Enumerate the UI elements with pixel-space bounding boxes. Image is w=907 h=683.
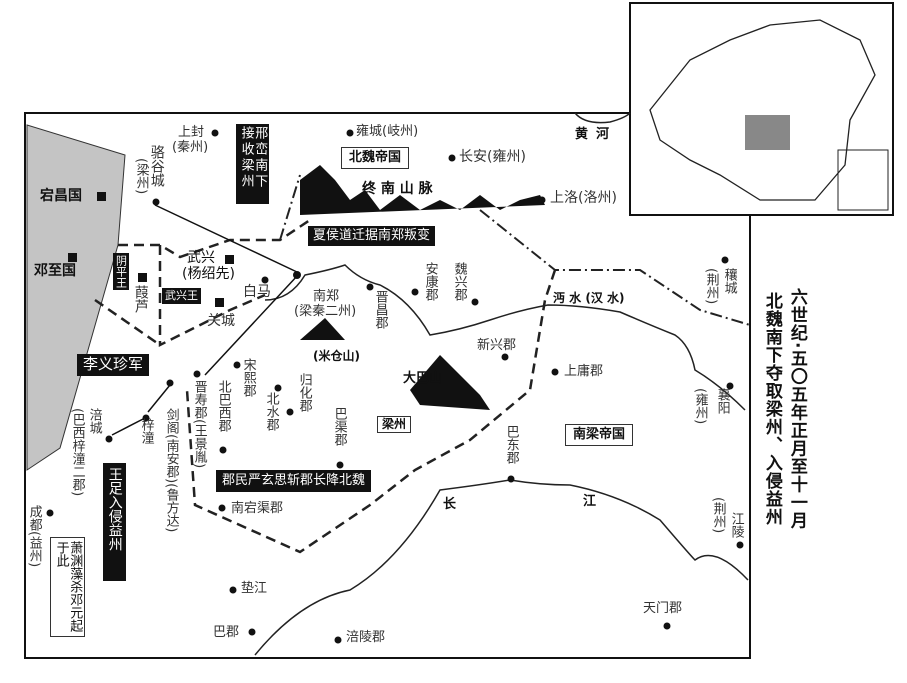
place-xinxing: 新兴郡 [477, 338, 517, 353]
region-label-liangzhou: 梁州 [377, 416, 412, 433]
place-bajun: 巴郡 [213, 625, 240, 640]
place-wuxing: 武兴 [187, 250, 215, 266]
place-fucheng: 涪城 [86, 408, 102, 434]
place-luogu-sub: (梁州) [133, 158, 149, 195]
campaign-arrows [111, 204, 299, 436]
place-badong: 巴东郡 [503, 425, 519, 464]
state-label-south-liang: 南梁帝国 [565, 424, 634, 446]
place-nandangqu: 南宕渠郡 [231, 501, 284, 516]
place-jinshou: 晋寿郡(王景胤) [191, 380, 207, 469]
empire-border [279, 174, 751, 326]
place-shangyong: 上庸郡 [564, 364, 604, 379]
place-beishui: 北水郡 [263, 392, 279, 431]
place-nanzheng: 南郑 [313, 289, 340, 304]
mountain-label-daba: 大巴山 [403, 371, 443, 386]
place-fuling: 涪陵郡 [346, 630, 386, 645]
map-title-line2: 北魏南下夺取梁州、入侵益州 [761, 292, 782, 526]
place-jiangling-sub: (荆州) [710, 497, 726, 534]
place-ankang: 安康郡 [422, 262, 438, 301]
callout-liyizhen: 李义珍军 [77, 354, 150, 376]
place-jiangling: 江陵 [728, 512, 744, 538]
callout-xiahou: 夏侯道迁据南郑叛变 [308, 226, 436, 246]
callout-wangzu: 王足入侵益州 [103, 463, 126, 581]
map-frame [24, 112, 751, 659]
callout-dengmin: 郡民严玄思斩郡长降北魏 [216, 470, 372, 492]
state-label-dengzhi: 邓至国 [34, 263, 76, 279]
place-markers [46, 129, 744, 644]
place-jiange: 剑阁(南安郡)(鲁方达) [163, 408, 179, 533]
river-label-jiang: 江 [583, 494, 597, 509]
place-guihua: 归化郡 [296, 373, 312, 412]
place-chengdu: 成都(益州) [26, 505, 42, 568]
callout-xiao: 萧渊藻杀邓元起于此 [50, 537, 86, 637]
river-label-chang: 长 [443, 497, 457, 512]
inset-locator-map [629, 2, 894, 216]
place-shangfeng: 上封 [178, 125, 205, 140]
state-label-north-wei: 北魏帝国 [341, 147, 410, 169]
place-weixing: 魏兴郡 [451, 262, 467, 301]
place-xiangyang: 襄阳 [714, 388, 730, 414]
state-label-tanchang: 宕昌国 [40, 188, 82, 204]
place-luogu: 骆谷城 [148, 145, 165, 187]
label-wuxing-king: 武兴王 [162, 288, 201, 304]
place-rangcheng: 穰城 [721, 268, 737, 294]
place-guancheng: 关城 [207, 313, 235, 329]
label-yinping-king: 阴平王 [113, 253, 129, 290]
river-label-mian: 沔 水 (汉 水) [553, 291, 625, 305]
place-beibaxi: 北巴西郡 [215, 380, 231, 432]
place-xiangyang-sub: (雍州) [692, 388, 708, 425]
western-region-shading [26, 124, 126, 471]
place-zitong: 梓潼 [138, 418, 154, 444]
place-baqu: 巴渠郡 [331, 407, 347, 446]
liangzhou-boundary [94, 218, 557, 554]
place-qinzhou: (秦州) [172, 140, 209, 155]
callout-xingluan: 邢峦南下接收梁州 [236, 124, 270, 204]
mountain-icons [300, 165, 545, 410]
place-nanzheng-sub: (梁秦二州) [294, 304, 357, 319]
place-changan: 长安(雍州) [459, 149, 526, 165]
place-tianmen: 天门郡 [643, 601, 683, 616]
place-jialu: 葭芦 [132, 285, 149, 313]
place-wuxing-sub: (杨绍先) [182, 266, 235, 282]
place-baima: 白马 [243, 284, 271, 300]
mountain-label-zhongnan: 终 南 山 脉 [362, 181, 433, 197]
place-jinchang: 晋昌郡 [372, 290, 388, 329]
mountain-label-micang: (米仓山) [313, 349, 360, 363]
place-shangluo: 上洛(洛州) [550, 190, 617, 206]
place-yongcheng: 雍城(岐州) [356, 124, 419, 139]
place-dianjiang: 垫江 [241, 581, 268, 596]
place-songxi: 宋熙郡 [240, 358, 256, 397]
map-title-line1: 六世纪·五〇五年正月至十一月 [786, 288, 807, 530]
place-rangcheng-sub: (荆州) [703, 268, 719, 305]
rivers [254, 112, 749, 656]
river-label-huanghe: 黄河 [575, 127, 618, 142]
place-fucheng-sub: (巴西梓潼二郡) [69, 408, 85, 497]
